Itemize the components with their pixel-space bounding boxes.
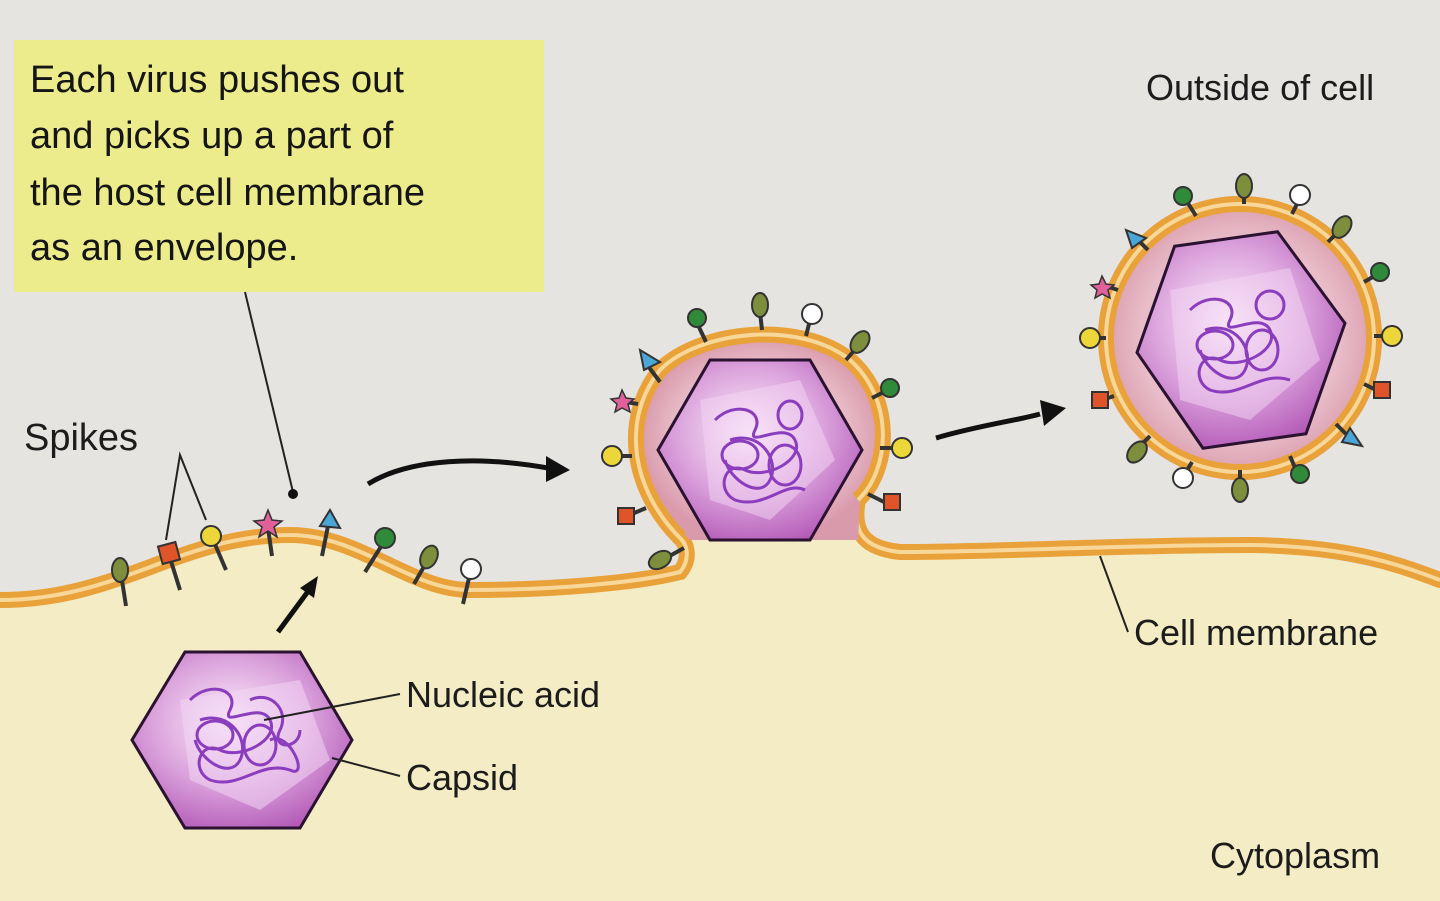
budding-virus [627,326,891,544]
arrow-up [275,584,315,634]
nucleic-acid-leader [263,693,401,721]
capsid-label: Capsid [406,757,518,798]
callout-line-3: the host cell membrane [30,172,425,214]
spikes-leader [165,451,207,541]
callout-line-2: and picks up a part of [30,115,394,157]
arrow-right-head [1040,400,1066,426]
spike-olive-3 [647,546,685,571]
released-virus [1098,196,1382,480]
membrane-spikes [111,507,685,607]
nucleic-acid-released [1188,289,1291,394]
cell-membrane-label: Cell membrane [1134,612,1378,653]
nucleic-acid-free [188,687,302,784]
callout-text: Each virus pushes out and picks up a par… [30,59,425,269]
spike-pink [252,507,284,557]
spike-olive-2 [412,544,439,585]
spike-white [460,558,482,605]
capsid-leader [331,757,401,777]
budding-spikes [601,292,913,525]
spike-olive [111,557,129,607]
outside-of-cell-label: Outside of cell [1146,67,1374,108]
spike-green [363,527,396,574]
cytoplasm-region [0,535,1440,901]
nucleic-acid-budding [713,399,806,504]
callout-box [14,40,544,292]
cell-membrane-leader [1099,555,1129,633]
arrow-mid-head [546,456,570,482]
cytoplasm-label: Cytoplasm [1210,835,1380,876]
arrow-right [935,411,1041,441]
callout-leader-line [244,291,294,493]
callout-leader-dot [288,489,298,499]
free-capsid [130,650,354,830]
nucleic-acid-label: Nucleic acid [406,674,600,715]
spike-blue [318,508,342,557]
spike-yellow [200,525,228,571]
spike-red [156,540,182,591]
arrow-mid [366,458,549,487]
callout-line-4: as an envelope. [30,227,298,269]
callout-line-1: Each virus pushes out [30,59,404,101]
released-spikes [1079,173,1403,503]
arrow-up-head [300,576,318,598]
cell-membrane [0,492,1440,608]
spikes-label: Spikes [24,417,138,459]
